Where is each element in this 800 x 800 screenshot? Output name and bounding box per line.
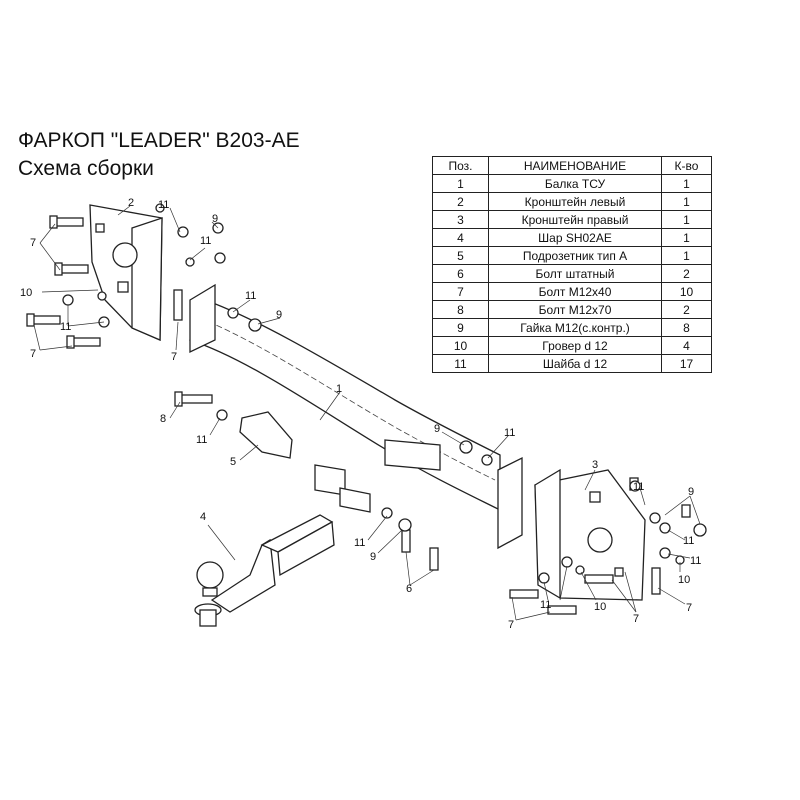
callout-7-a: 7 [30,237,36,249]
callout-6: 6 [406,583,412,595]
callout-11-e: 11 [196,434,207,446]
bolts [26,215,691,615]
callout-11-c: 11 [60,321,71,333]
left-bracket [89,204,163,341]
cell-quantity: 17 [661,354,712,373]
callout-11-f: 11 [504,427,515,439]
cell-name: Кронштейн правый [488,210,662,229]
socket-holder [239,411,293,459]
callout-7-c: 7 [171,351,177,363]
right-bracket [534,468,646,601]
callout-7-e: 7 [508,619,514,631]
cell-name: Гровер d 12 [488,336,662,355]
callout-11-g: 11 [354,537,365,549]
callout-4: 4 [200,511,206,523]
callout-11-a: 11 [158,199,169,211]
leader-lines [33,205,701,621]
callout-9-c: 9 [434,423,440,435]
callout-7-d: 7 [686,602,692,614]
callout-9-a: 9 [212,213,218,225]
callout-10-a: 10 [20,287,32,299]
callout-7-b: 7 [30,348,36,360]
tow-beam [189,283,523,550]
callout-11-h: 11 [540,599,551,611]
callout-1: 1 [336,383,342,395]
cell-name: Болт М12х40 [488,282,662,301]
callout-10-c: 10 [678,574,690,586]
callout-11-k: 11 [690,555,701,567]
drawing-subtitle: Схема сборки [18,157,154,180]
callout-9-d: 9 [370,551,376,563]
cell-name: Подрозетник тип А [488,246,662,265]
callout-5: 5 [230,456,236,468]
callout-3: 3 [592,459,598,471]
callout-9-e: 9 [688,486,694,498]
drawing-title: ФАРКОП "LEADER" B203-AE [18,129,300,152]
callout-11-d: 11 [245,290,256,302]
col-header-name: НАИМЕНОВАНИЕ [488,156,662,175]
cell-quantity: 10 [661,282,712,301]
callout-labels: 1 2 3 4 5 6 7 7 7 7 7 7 8 9 9 9 9 9 10 1… [20,197,701,631]
nuts-and-washers [62,203,707,584]
callout-10-b: 10 [594,601,606,613]
callout-8: 8 [160,413,166,425]
callout-11-b: 11 [200,235,211,247]
callout-7-f: 7 [633,613,639,625]
callout-9-b: 9 [276,309,282,321]
callout-11-j: 11 [683,535,694,547]
callout-11-i: 11 [633,481,644,493]
callout-2: 2 [128,197,134,209]
ball-mount [194,514,335,627]
